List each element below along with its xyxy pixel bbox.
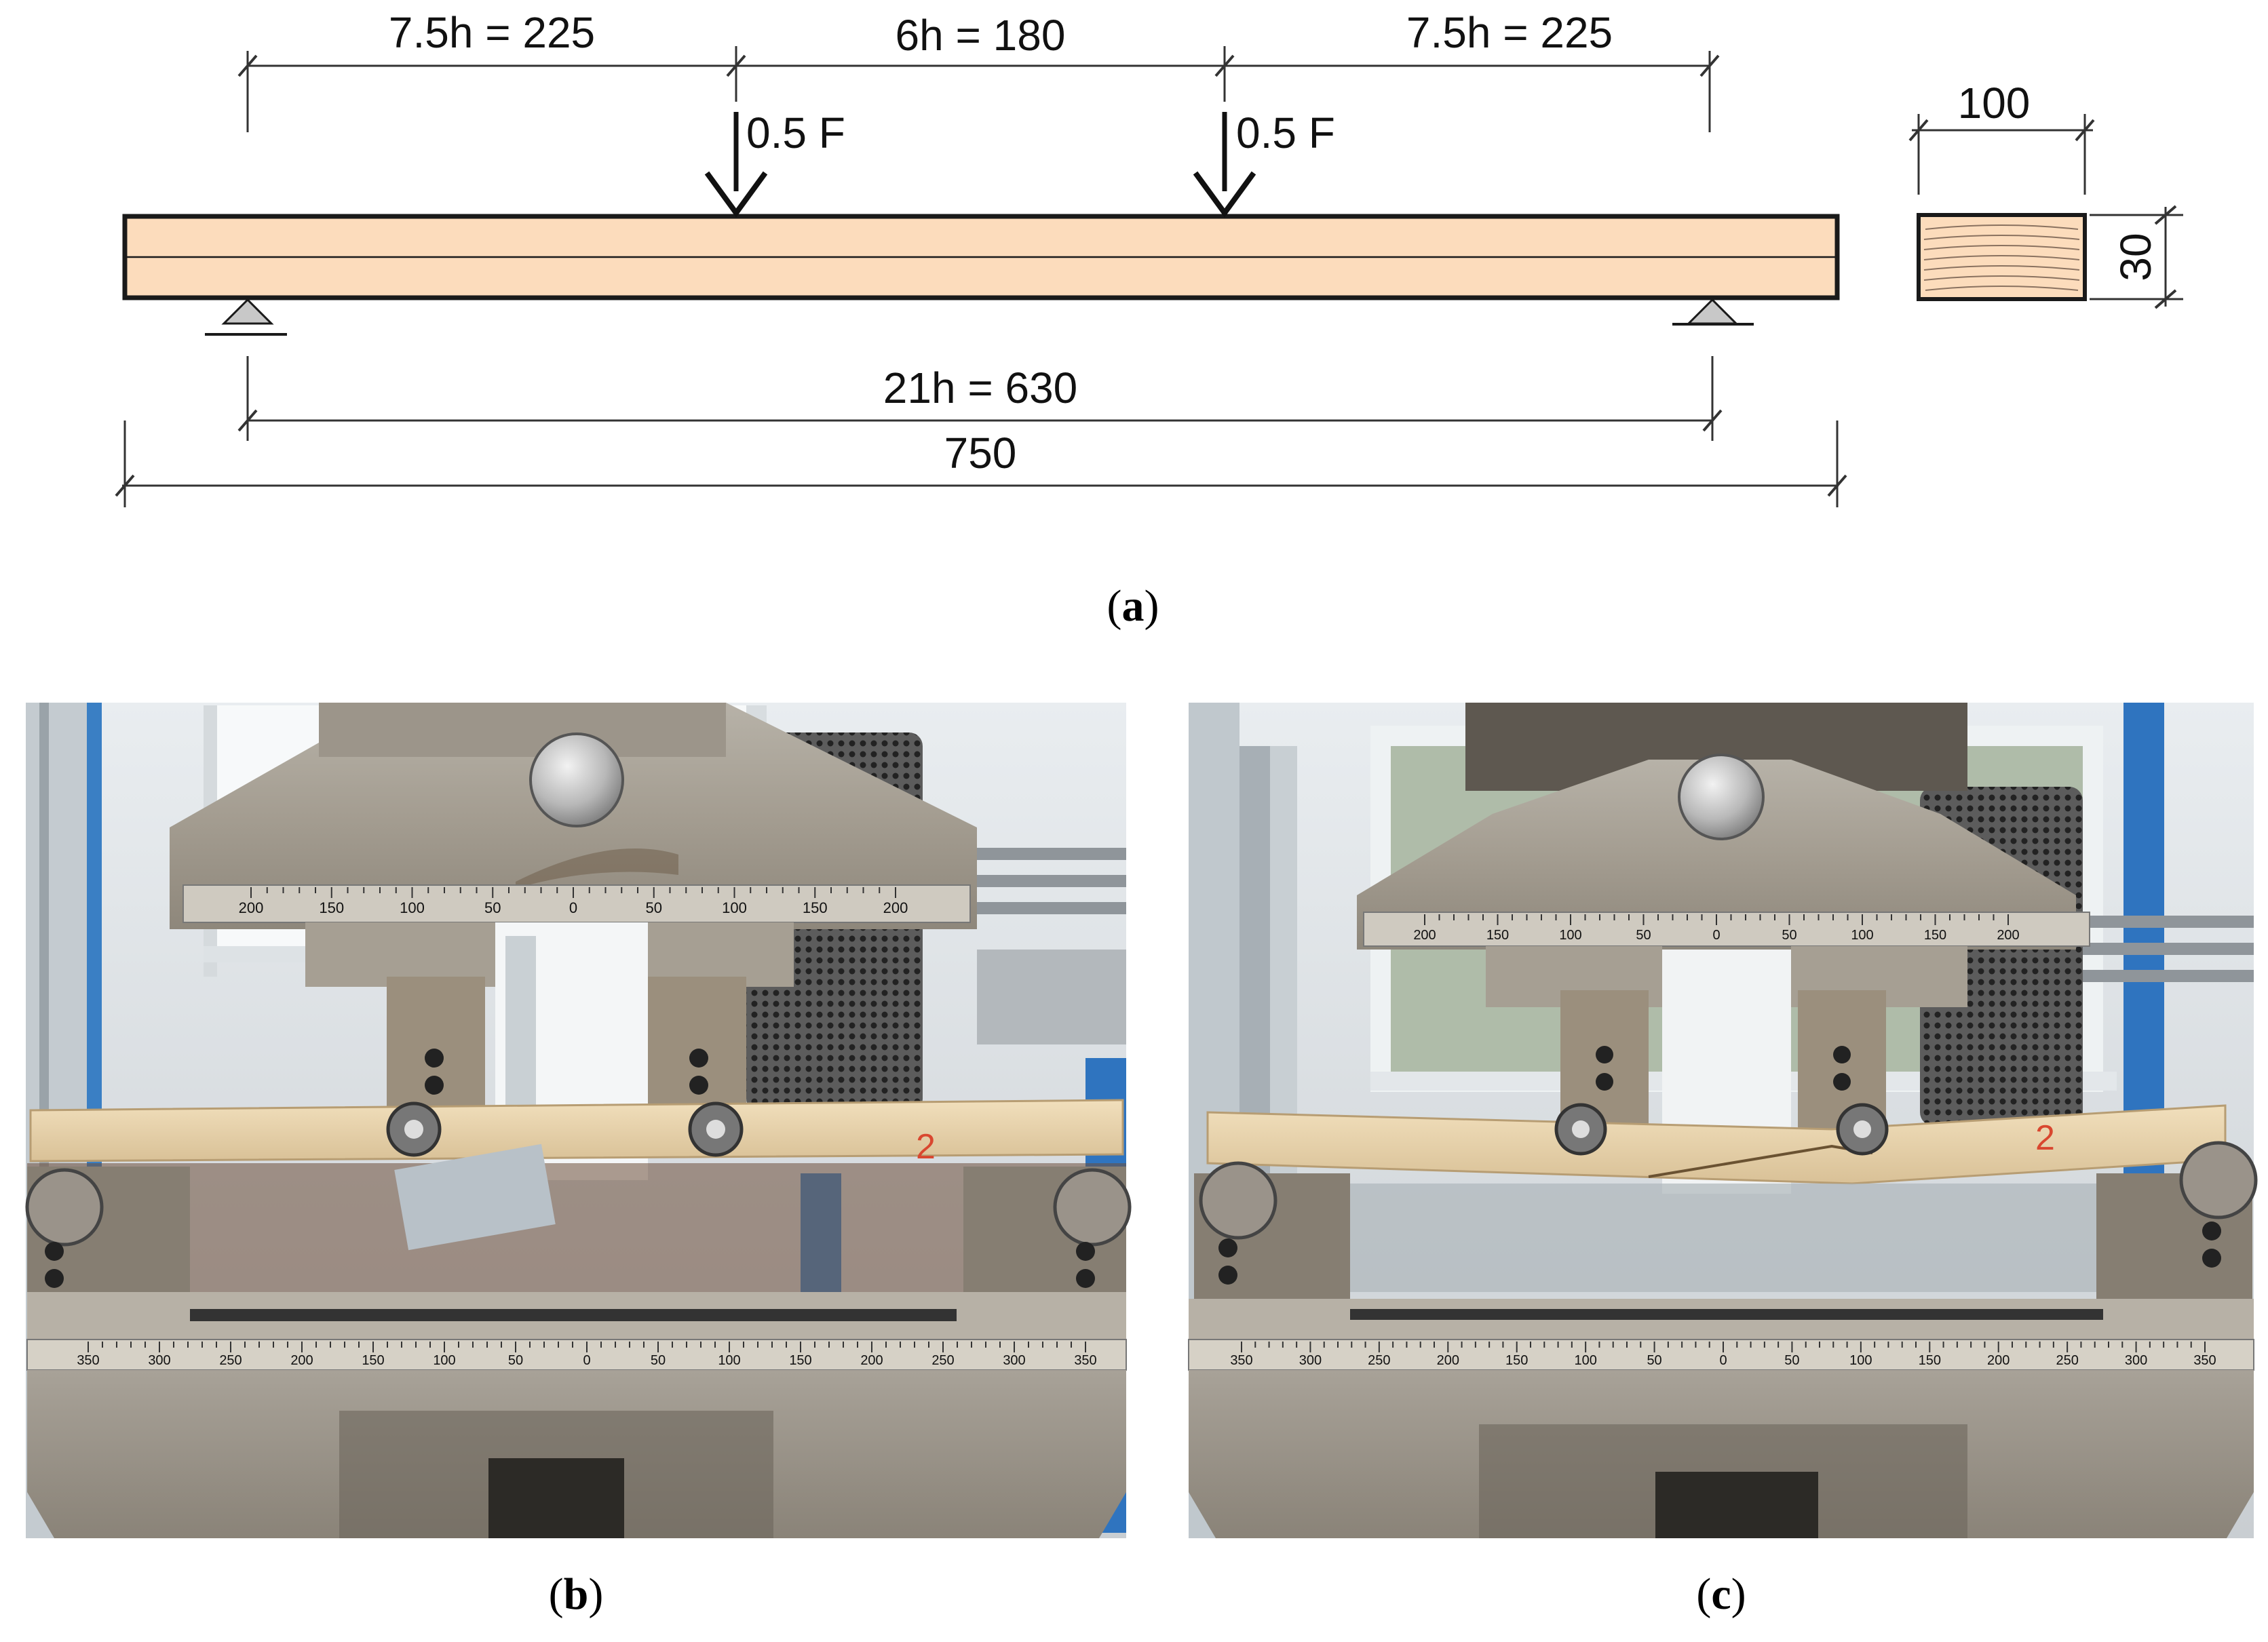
scale-label: 250 [931, 1353, 954, 1368]
dim-total-length: 750 [944, 429, 1017, 477]
cross-section [1917, 213, 2087, 301]
scale-label: 0 [1719, 1353, 1727, 1368]
scale-label: 50 [1784, 1353, 1799, 1368]
dim-right-shear: 7.5h = 225 [1406, 8, 1613, 57]
scale-label: 100 [1849, 1353, 1872, 1368]
scale-label: 150 [1486, 928, 1509, 943]
scale-label: 100 [718, 1353, 740, 1368]
total-length-dimension [115, 421, 1847, 507]
scale-label: 0 [569, 899, 577, 916]
scale-label: 0 [1712, 928, 1720, 943]
dim-section-height: 30 [2111, 233, 2160, 281]
scale-label: 150 [1924, 928, 1946, 943]
scale-label: 50 [1782, 928, 1796, 943]
scale-label: 150 [789, 1353, 811, 1368]
scale-label: 250 [219, 1353, 242, 1368]
scale-label: 200 [1997, 928, 2019, 943]
scale-label: 350 [1230, 1353, 1252, 1368]
scale-label: 200 [290, 1353, 313, 1368]
scale-label: 150 [1919, 1353, 1941, 1368]
span-dimension [237, 356, 1723, 441]
caption-a: (a) [1107, 581, 1159, 631]
scale-label: 200 [883, 899, 908, 916]
specimen-label-b: 2 [916, 1127, 936, 1167]
left-support-icon [205, 298, 287, 336]
scale-label: 0 [583, 1353, 590, 1368]
scale-label: 50 [651, 1353, 666, 1368]
scale-label: 50 [646, 899, 662, 916]
left-load-label: 0.5 F [746, 109, 845, 157]
scale-label: 250 [2056, 1353, 2078, 1368]
caption-c: (c) [1696, 1569, 1746, 1619]
right-load-arrow-icon [1193, 112, 1256, 218]
scale-label: 200 [239, 899, 264, 916]
scale-label: 100 [722, 899, 747, 916]
dim-constant-moment: 6h = 180 [896, 11, 1066, 60]
scale-label: 350 [77, 1353, 99, 1368]
scale-label: 150 [1505, 1353, 1528, 1368]
scale-label: 200 [1413, 928, 1436, 943]
scale-label: 300 [1299, 1353, 1322, 1368]
caption-b: (b) [549, 1569, 604, 1619]
top-dimension-chain [237, 46, 1720, 132]
photo-b: 200 150 100 50 0 50 100 150 200 2 350 300 250 200 15… [25, 703, 1132, 1538]
right-load-label: 0.5 F [1236, 109, 1335, 157]
scale-label: 300 [148, 1353, 170, 1368]
scale-label: 100 [1851, 928, 1873, 943]
scale-label: 200 [1987, 1353, 2010, 1368]
dim-section-width: 100 [1958, 79, 2031, 128]
scale-label: 100 [433, 1353, 455, 1368]
beam-diagram: 0.5 F 0.5 F 7.5h = 225 6h = 180 7.5h = 2… [115, 8, 2183, 507]
scale-label: 50 [508, 1353, 523, 1368]
scale-label: 300 [1003, 1353, 1025, 1368]
scale-label: 100 [1559, 928, 1581, 943]
scale-label: 100 [400, 899, 425, 916]
left-load-arrow-icon [704, 112, 768, 218]
photo-c: 200 150 100 50 0 50 100 150 200 2 350 300 250 200 15… [1188, 703, 2258, 1538]
scale-label: 300 [2125, 1353, 2147, 1368]
scale-label: 50 [484, 899, 501, 916]
scale-label: 100 [1574, 1353, 1596, 1368]
specimen-label-c: 2 [2035, 1118, 2055, 1158]
scale-label: 200 [1437, 1353, 1459, 1368]
right-support-icon [1672, 298, 1754, 326]
scale-label: 200 [860, 1353, 883, 1368]
scale-label: 150 [362, 1353, 384, 1368]
scale-label: 350 [1074, 1353, 1096, 1368]
scale-label: 150 [319, 899, 344, 916]
scale-label: 50 [1636, 928, 1651, 943]
scale-label: 150 [803, 899, 828, 916]
section-width-dimension [1908, 114, 2095, 195]
section-height-dimension [2090, 205, 2183, 309]
scale-label: 50 [1647, 1353, 1661, 1368]
scale-label: 250 [1368, 1353, 1390, 1368]
dim-left-shear: 7.5h = 225 [389, 8, 595, 57]
scale-label: 350 [2193, 1353, 2216, 1368]
dim-span: 21h = 630 [883, 364, 1078, 412]
